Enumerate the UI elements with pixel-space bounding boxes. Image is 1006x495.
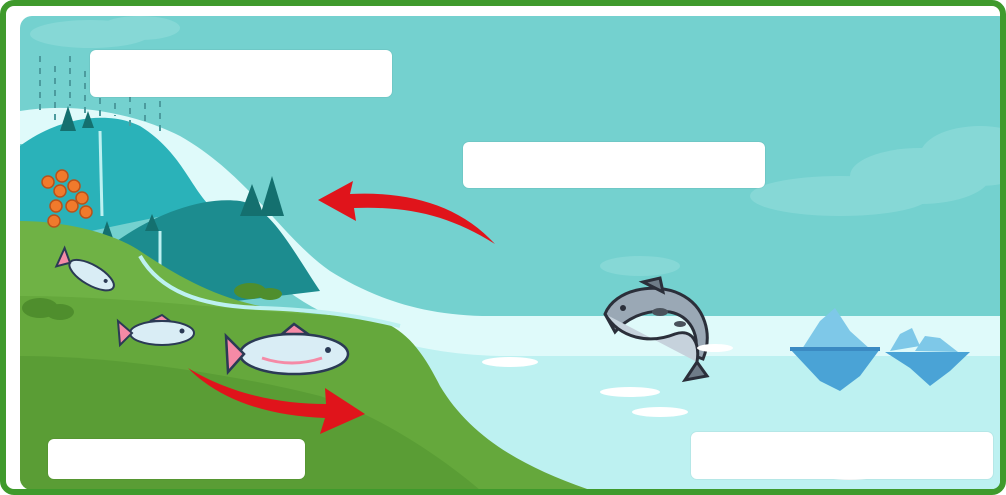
label-box-rain-spawning [90,50,392,97]
label-box-ocean-adult [691,432,993,479]
salmon-life-cycle-scene [20,16,1006,490]
label-box-juvenile [48,439,305,479]
label-box-upstream-migration [463,142,765,188]
